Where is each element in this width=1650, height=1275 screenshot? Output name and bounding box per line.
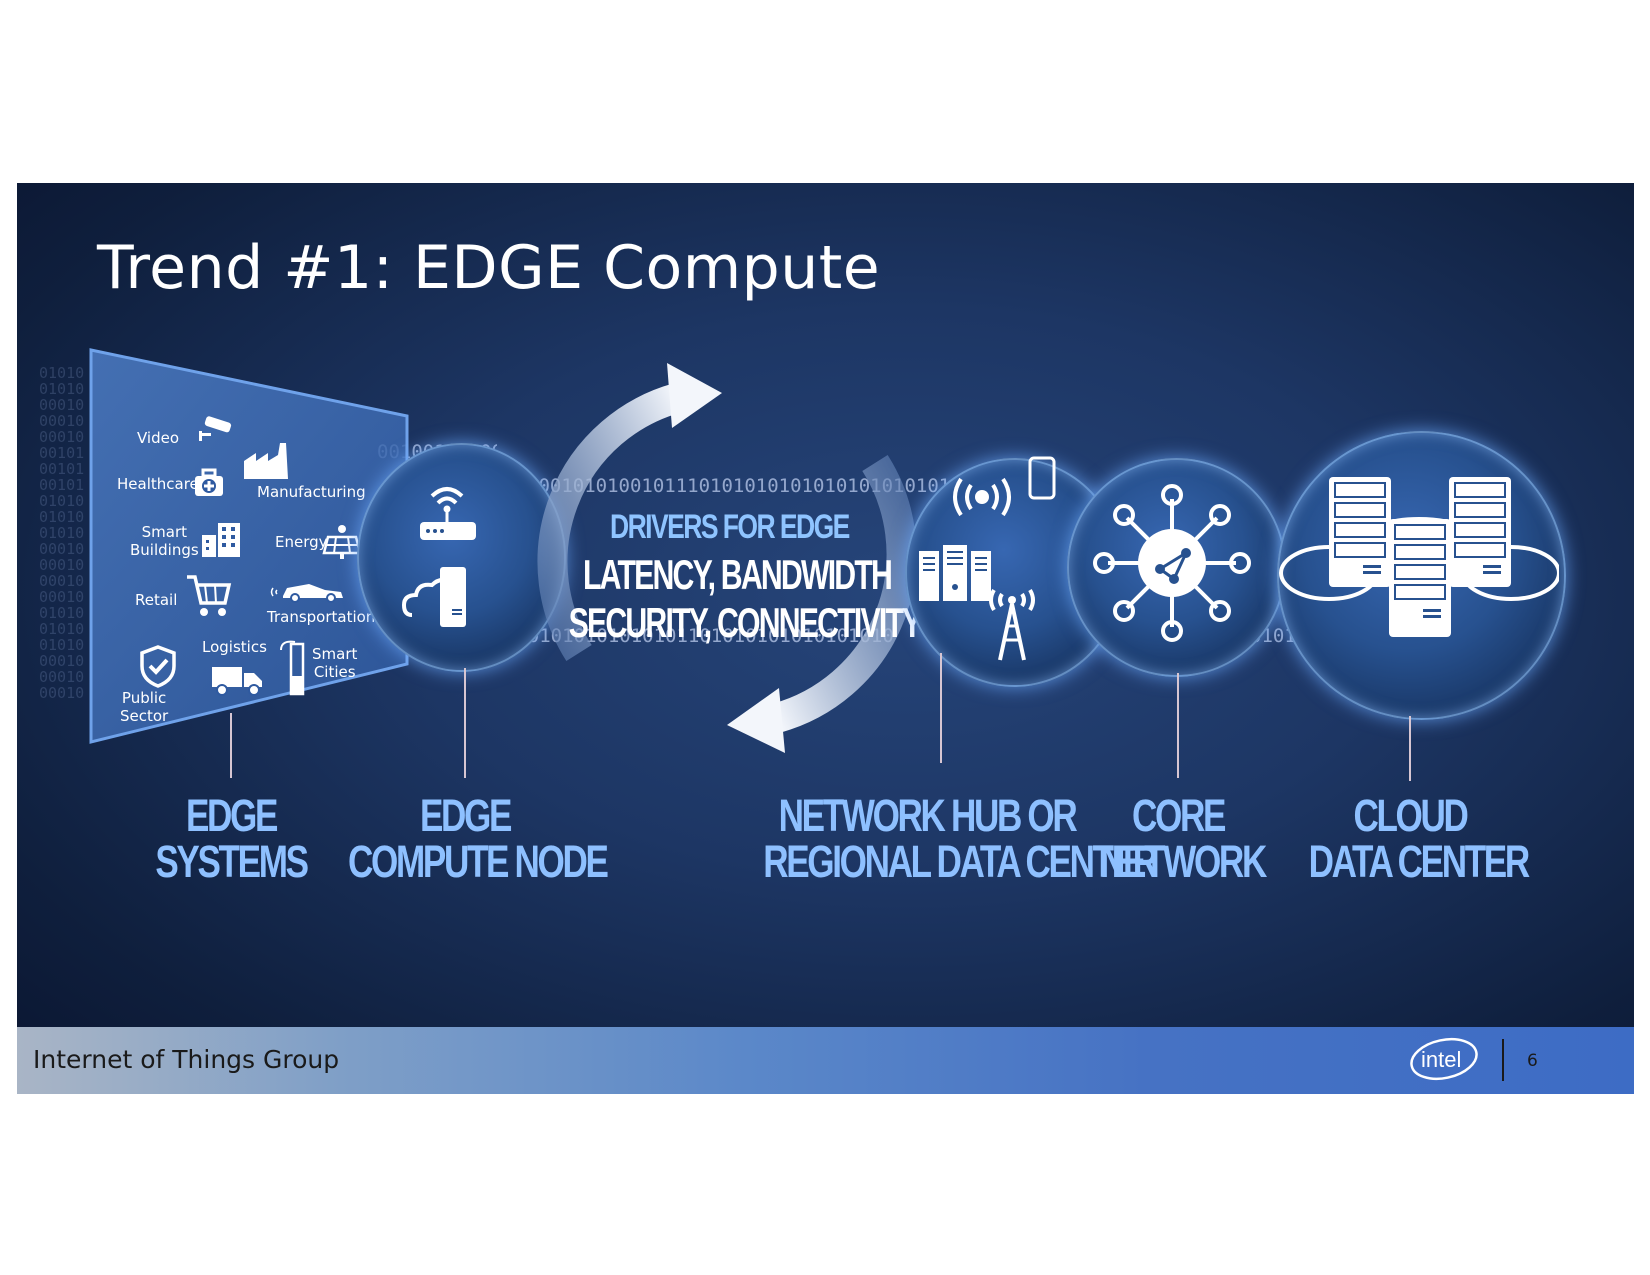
segment-energy-label: Energy <box>275 533 328 551</box>
tier-edge-systems-label: EDGE SYSTEMS <box>153 793 309 885</box>
smartphone-icon <box>1028 456 1056 500</box>
drivers-heading: DRIVERS FOR EDGE <box>610 508 850 546</box>
drivers-line-security-connectivity: SECURITY, CONNECTIVITY <box>568 599 923 646</box>
wifi-router-icon <box>420 487 476 540</box>
tier-edge-compute-node-label: EDGE COMPUTE NODE <box>348 790 609 887</box>
segment-public-sector-label: Public Sector <box>120 689 169 725</box>
segment-retail-label: Retail <box>135 591 178 609</box>
tier-edge-systems-line2: SYSTEMS <box>155 836 309 887</box>
binary-texture-left: 01010 01010 00010 00010 00010 00101 0010… <box>39 365 85 702</box>
segment-smart-buildings-label: Smart Buildings <box>130 523 199 559</box>
street-light-icon <box>280 640 305 696</box>
edge-compute-node-bubble <box>357 443 566 672</box>
tier-cloud-data-center-line2: DATA CENTER <box>1308 836 1531 887</box>
pin-edge-compute-node <box>464 668 466 778</box>
tier-network-hub-label: NETWORK HUB OR REGIONAL DATA CENTER <box>763 790 1158 887</box>
intel-logo-text: intel <box>1421 1047 1461 1072</box>
pin-core-network <box>1177 673 1179 778</box>
footer-group-name: Internet of Things Group <box>33 1045 340 1074</box>
segment-video-label: Video <box>137 429 180 447</box>
slide-title: Trend #1: EDGE Compute <box>97 233 881 303</box>
tier-cloud-data-center-line1: CLOUD <box>1353 790 1468 841</box>
server-rack-icon <box>919 545 991 601</box>
broadcast-icon <box>953 477 1011 517</box>
pin-network-hub <box>940 653 942 763</box>
car-icon <box>270 584 343 603</box>
tier-cloud-data-center-label: CLOUD DATA CENTER <box>1308 790 1531 887</box>
drivers-line-latency-bandwidth: LATENCY, BANDWIDTH <box>583 551 893 598</box>
pin-cloud-data-center <box>1409 716 1411 781</box>
tier-core-network-line1: CORE <box>1131 790 1226 841</box>
tier-edge-compute-node-line1: EDGE <box>419 790 512 841</box>
segment-logistics-label: Logistics <box>202 638 267 656</box>
tier-network-hub-line1: NETWORK HUB OR <box>778 790 1078 841</box>
buildings-icon <box>202 523 240 557</box>
medical-kit-icon <box>195 468 223 496</box>
tier-edge-systems-line1: EDGE <box>185 790 278 841</box>
tier-core-network-line2: NETWORK <box>1100 836 1267 887</box>
shield-check-icon <box>140 645 176 688</box>
footer-bar: Internet of Things Group intel 6 <box>17 1027 1634 1094</box>
truck-icon <box>212 667 262 696</box>
page-number: 6 <box>1527 1051 1538 1071</box>
tier-network-hub-line2: REGIONAL DATA CENTER <box>763 836 1158 887</box>
solar-panel-icon <box>322 525 362 559</box>
segment-manufacturing-label: Manufacturing <box>257 483 366 501</box>
segment-transportation-label: Transportation <box>267 608 376 626</box>
cloud-datacenter-icon <box>1279 477 1559 637</box>
cycle-arrows-icon <box>537 363 917 753</box>
intel-logo-icon: intel <box>1410 1037 1478 1081</box>
slide-canvas: 01010 01010 00010 00010 00010 00101 0010… <box>17 183 1634 1093</box>
cell-tower-icon <box>989 588 1035 661</box>
tier-core-network-label: CORE NETWORK <box>1100 790 1267 887</box>
tier-edge-compute-node-line2: COMPUTE NODE <box>348 836 609 887</box>
cloud-server-icon <box>402 567 466 627</box>
factory-icon <box>244 443 288 479</box>
security-camera-icon <box>199 416 232 441</box>
segment-healthcare-label: Healthcare <box>117 475 199 493</box>
pin-edge-systems <box>230 713 232 778</box>
edge-systems-panel <box>89 348 409 744</box>
network-hub-icon <box>1093 484 1251 642</box>
footer-separator <box>1502 1039 1504 1081</box>
segment-smart-cities-label: Smart Cities <box>312 645 358 681</box>
shopping-cart-icon <box>187 575 232 616</box>
